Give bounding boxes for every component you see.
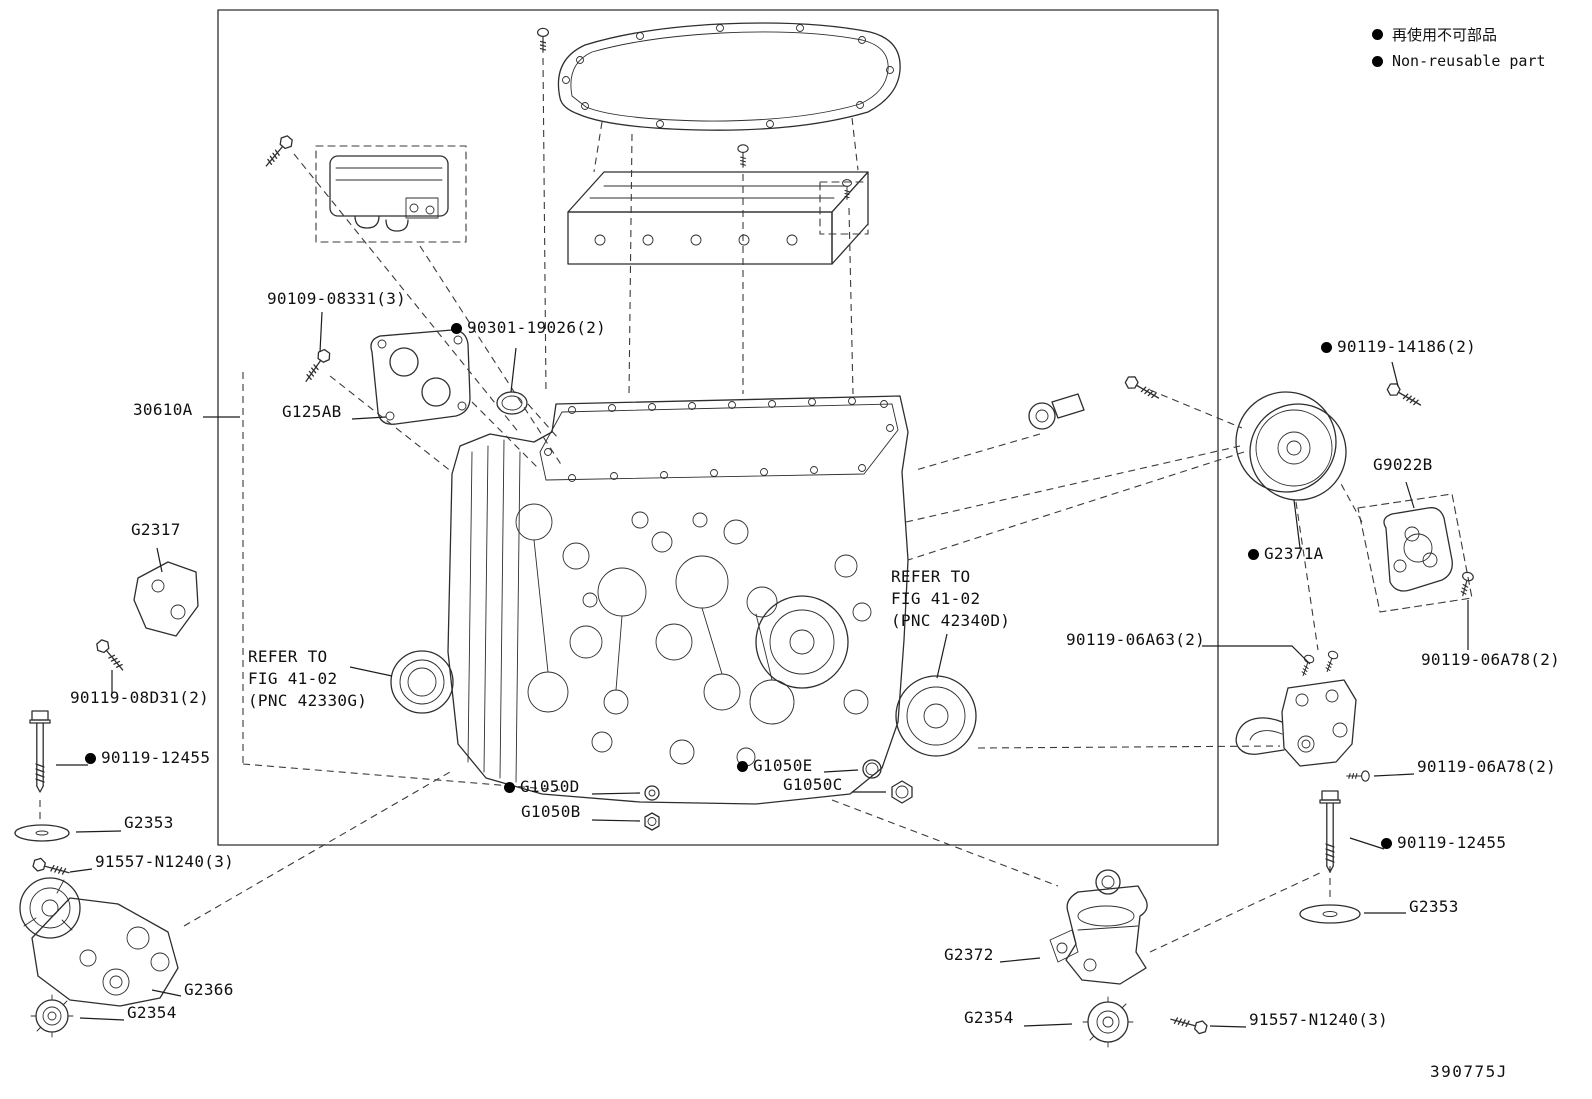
part-number-text: 30610A <box>133 400 193 419</box>
diagram-frame <box>217 9 1219 846</box>
part-number-text: G1050D <box>520 777 580 796</box>
part-label-30610A: 30610A <box>133 402 193 418</box>
part-label-G2353-right: G2353 <box>1409 899 1459 915</box>
part-number-text: 90119-08D31(2) <box>70 688 210 707</box>
part-label-90301-19026: 90301-19026(2) <box>451 320 606 336</box>
left-axle-seal-drawing <box>390 650 454 714</box>
part-number-text: 90109-08331(3) <box>267 289 407 308</box>
part-label-G2354-left: G2354 <box>127 1005 177 1021</box>
part-label-G1050D: G1050D <box>504 779 580 795</box>
part-number-text: 90119-06A78(2) <box>1417 757 1557 776</box>
part-label-90119-06A78-lower: 90119-06A78(2) <box>1417 759 1556 775</box>
rear-mount-drawing <box>1049 869 1209 1048</box>
part-label-90119-06A78-upper: 90119-06A78(2) <box>1421 652 1560 668</box>
part-label-90109-08331: 90109-08331(3) <box>267 291 406 307</box>
non-reusable-dot-icon <box>737 760 748 772</box>
right-long-bolt-drawing <box>1299 790 1361 924</box>
oil-pan-gasket-drawing <box>537 22 901 131</box>
diagram-number: 390775J <box>1430 1062 1508 1081</box>
drain-plugs-drawing <box>644 759 913 831</box>
non-reusable-dot-icon <box>1381 837 1392 849</box>
part-label-90119-12455-right: 90119-12455 <box>1381 835 1506 851</box>
part-number-text: G2354 <box>127 1003 177 1022</box>
right-axle-seal-drawing <box>895 675 977 757</box>
damper-drawing <box>1235 380 1425 501</box>
legend-row-jp: 再使用不可部品 <box>1372 24 1546 45</box>
legend: 再使用不可部品 Non-reusable part <box>1372 24 1546 70</box>
non-reusable-dot-icon <box>85 752 96 764</box>
part-number-text: 91557-N1240(3) <box>1249 1010 1389 1029</box>
part-label-G2353-left: G2353 <box>124 815 174 831</box>
part-label-90119-06A63: 90119-06A63(2) <box>1066 632 1205 648</box>
part-number-text: 91557-N1240(3) <box>95 852 235 871</box>
part-number-text: G2353 <box>1409 897 1459 916</box>
part-number-text: 90301-19026(2) <box>467 318 607 337</box>
valve-body-drawing <box>567 144 869 265</box>
non-reusable-dot-icon <box>504 781 515 793</box>
part-number-text: G1050C <box>783 775 843 794</box>
part-number-text: 90119-12455 <box>1397 833 1507 852</box>
note-line: FIG 41-02 <box>891 589 981 608</box>
part-label-90119-12455-left: 90119-12455 <box>85 750 210 766</box>
transaxle-case-drawing <box>447 395 909 805</box>
non-reusable-dot-icon <box>1372 29 1383 40</box>
legend-jp-text: 再使用不可部品 <box>1392 26 1498 44</box>
part-number-text: G1050E <box>753 756 813 775</box>
part-number-text: 90119-06A78(2) <box>1421 650 1561 669</box>
oil-cooler-drawing <box>260 133 467 243</box>
non-reusable-dot-icon <box>1248 548 1259 560</box>
part-label-G1050C: G1050C <box>783 777 843 793</box>
part-number-text: 90119-06A63(2) <box>1066 630 1206 649</box>
part-label-G1050B: G1050B <box>521 804 581 820</box>
speed-sensor-drawing <box>1028 373 1163 430</box>
non-reusable-dot-icon <box>451 322 462 334</box>
part-number-text: G9022B <box>1373 455 1433 474</box>
left-long-bolt-drawing <box>14 637 129 842</box>
part-number-text: G2354 <box>964 1008 1014 1027</box>
breather-housing-drawing <box>1357 493 1475 613</box>
legend-row-en: Non-reusable part <box>1372 52 1546 70</box>
note-line: REFER TO <box>248 647 328 666</box>
part-label-G2371A: G2371A <box>1248 546 1324 562</box>
part-number-text: G2371A <box>1264 544 1324 563</box>
part-label-G2354-bottom: G2354 <box>964 1010 1014 1026</box>
part-number-text: 90119-14186(2) <box>1337 337 1477 356</box>
refer-note-left: REFER TO FIG 41-02 (PNC 42330G) <box>248 646 367 712</box>
part-label-91557-N1240-bottom: 91557-N1240(3) <box>1249 1012 1388 1028</box>
part-label-G1050E: G1050E <box>737 758 813 774</box>
part-number-text: G1050B <box>521 802 581 821</box>
refer-note-right: REFER TO FIG 41-02 (PNC 42340D) <box>891 566 1010 632</box>
note-line: FIG 41-02 <box>248 669 338 688</box>
cooler-gasket-drawing <box>300 329 528 425</box>
part-label-G125AB: G125AB <box>282 404 342 420</box>
part-label-G2372: G2372 <box>944 947 994 963</box>
part-label-90119-14186: 90119-14186(2) <box>1321 339 1476 355</box>
right-mount-bracket-drawing <box>1235 649 1370 782</box>
part-number-text: 90119-12455 <box>101 748 211 767</box>
non-reusable-dot-icon <box>1321 341 1332 353</box>
part-label-G2317: G2317 <box>131 522 181 538</box>
part-label-G9022B: G9022B <box>1373 457 1433 473</box>
leader-lines <box>56 311 1469 1028</box>
non-reusable-dot-icon <box>1372 55 1383 67</box>
left-mount-drawing <box>19 856 179 1038</box>
engine-bracket-drawing <box>133 561 199 637</box>
part-label-90119-08D31: 90119-08D31(2) <box>70 690 209 706</box>
part-number-text: G125AB <box>282 402 342 421</box>
note-line: (PNC 42330G) <box>248 691 368 710</box>
part-number-text: G2372 <box>944 945 994 964</box>
part-number-text: G2353 <box>124 813 174 832</box>
part-label-91557-N1240-left: 91557-N1240(3) <box>95 854 234 870</box>
part-number-text: G2317 <box>131 520 181 539</box>
note-line: (PNC 42340D) <box>891 611 1011 630</box>
note-line: REFER TO <box>891 567 971 586</box>
part-number-text: G2366 <box>184 980 234 999</box>
part-label-G2366: G2366 <box>184 982 234 998</box>
alignment-dashed-lines <box>39 57 1363 953</box>
legend-en-text: Non-reusable part <box>1392 52 1546 70</box>
